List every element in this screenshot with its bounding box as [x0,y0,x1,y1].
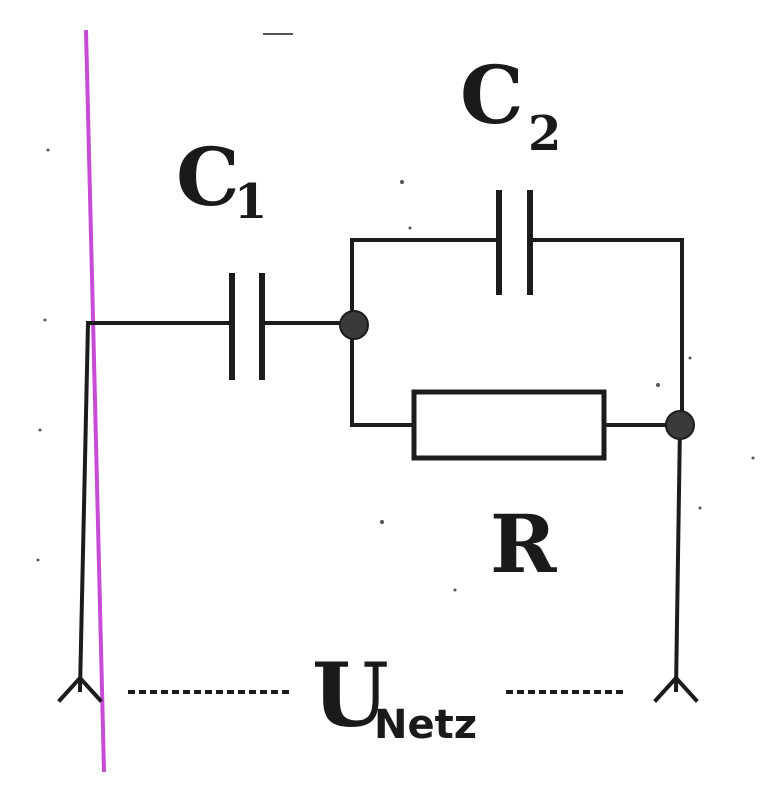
capacitor-c2 [496,190,533,295]
label-c1-sub: 1 [234,174,267,230]
label-voltage-sub: Netz [374,702,477,748]
wire-node-to-c2 [350,238,501,325]
margin-line [84,29,106,773]
resistor-r [411,389,607,461]
terminal-left [57,675,103,703]
wire-right-vertical [673,422,683,693]
label-c2: C 2 [460,48,561,162]
junction-node-right [665,410,695,440]
junction-node-left [339,310,369,340]
wire-left-vertical [77,320,91,693]
label-c2-sub: 2 [528,106,561,162]
wire-node-to-r [350,321,416,427]
label-r: R [490,497,557,591]
label-r-main: R [490,497,557,591]
capacitor-c1 [229,273,265,380]
label-c2-main: C [460,48,524,142]
scan-specks [36,33,755,592]
wire-c2-to-right [528,238,684,427]
label-c1-main: C [176,130,240,224]
terminal-right [653,675,699,703]
label-c1: C 1 [176,130,267,230]
label-voltage: U Netz [312,643,477,748]
label-voltage-main: U [312,643,389,747]
